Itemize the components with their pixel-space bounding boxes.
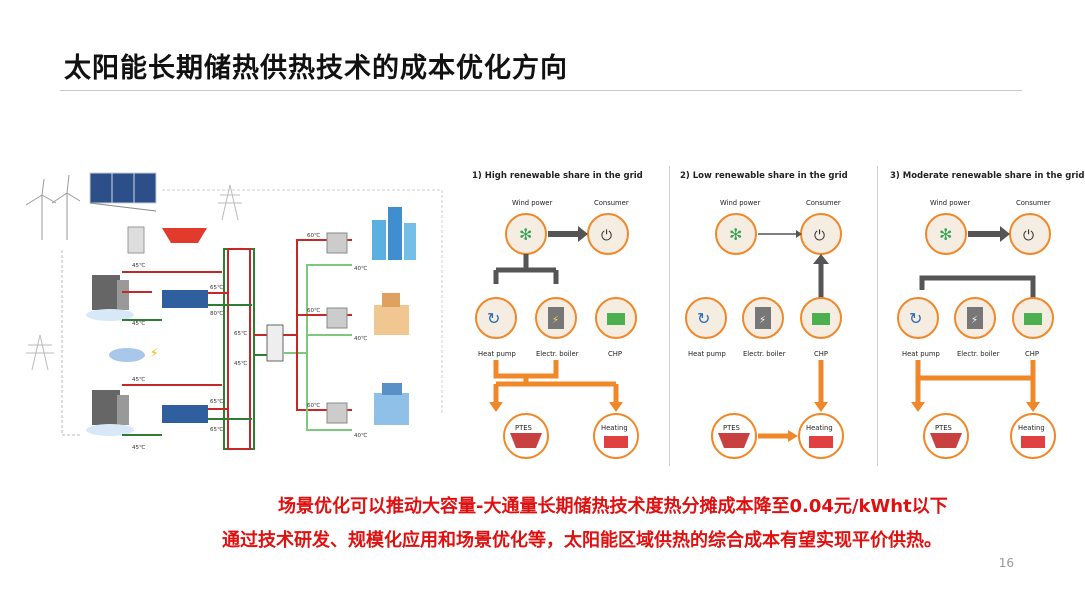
chp-label: CHP bbox=[814, 350, 828, 358]
svg-text:⚡: ⚡ bbox=[759, 315, 766, 326]
heat-pump-unit-icon bbox=[162, 290, 208, 423]
ptes-label: PTES bbox=[723, 424, 740, 432]
lightning-icon: ⚡ bbox=[150, 346, 158, 360]
boiler-label: Electr. boiler bbox=[743, 350, 786, 358]
radiator-icon bbox=[326, 232, 348, 424]
boiler-label: Electr. boiler bbox=[957, 350, 1000, 358]
wind-label: Wind power bbox=[720, 199, 760, 207]
svg-text:45℃: 45℃ bbox=[132, 262, 145, 269]
svg-text:80℃: 80℃ bbox=[210, 310, 223, 317]
page-number: 16 bbox=[998, 556, 1014, 570]
svg-text:↻: ↻ bbox=[909, 309, 922, 328]
wind-turbine-icon bbox=[25, 174, 81, 240]
power-tower-icon bbox=[26, 184, 242, 371]
svg-text:45℃: 45℃ bbox=[234, 360, 247, 367]
chp-label: CHP bbox=[1025, 350, 1039, 358]
svg-text:⏻: ⏻ bbox=[1023, 228, 1034, 244]
solar-panel-icon bbox=[89, 172, 157, 212]
heat-pump-label: Heat pump bbox=[688, 350, 726, 358]
svg-text:⏻: ⏻ bbox=[814, 228, 825, 244]
heat-pump-label: Heat pump bbox=[902, 350, 940, 358]
svg-text:45℃: 45℃ bbox=[132, 376, 145, 383]
svg-text:✻: ✻ bbox=[729, 225, 742, 244]
svg-text:✻: ✻ bbox=[519, 225, 532, 244]
wind-label: Wind power bbox=[930, 199, 970, 207]
svg-text:65℃: 65℃ bbox=[210, 398, 223, 405]
heat-pump-label: Heat pump bbox=[478, 350, 516, 358]
consumer-label: Consumer bbox=[806, 199, 841, 207]
svg-text:↻: ↻ bbox=[697, 309, 710, 328]
svg-text:65℃: 65℃ bbox=[210, 284, 223, 291]
svg-text:↻: ↻ bbox=[487, 309, 500, 328]
ptes-label: PTES bbox=[515, 424, 532, 432]
heating-label: Heating bbox=[601, 424, 628, 432]
chp-label: CHP bbox=[608, 350, 622, 358]
cloud-icon bbox=[109, 348, 145, 362]
svg-text:60℃: 60℃ bbox=[307, 307, 320, 314]
heat-pump-icon bbox=[475, 297, 517, 339]
panel-divider bbox=[877, 166, 878, 466]
control-cabinet-icon bbox=[127, 226, 145, 254]
consumer-label: Consumer bbox=[1016, 199, 1051, 207]
caption-line-2: 通过技术研发、规模化应用和场景优化等，太阳能区域供热的综合成本有望实现平价供热。 bbox=[222, 530, 942, 551]
ground-source-unit-icon bbox=[86, 275, 134, 436]
title-divider bbox=[60, 90, 1022, 91]
consumer-label: Consumer bbox=[594, 199, 629, 207]
scenario-high-renewable: 1) High renewable share in the grid Wind… bbox=[452, 158, 666, 468]
heat-pump-icon bbox=[897, 297, 939, 339]
district-heating-system-diagram: ⚡ 45℃ 45℃ 65℃ 80℃ 45℃ 65℃ bbox=[25, 172, 443, 451]
scenario-heading: 2) Low renewable share in the grid bbox=[680, 171, 848, 181]
svg-text:45℃: 45℃ bbox=[132, 444, 145, 451]
temperature-labels: 45℃ 45℃ 65℃ 80℃ 45℃ 65℃ 65℃ 45℃ 65℃ 45℃ … bbox=[132, 232, 367, 451]
boiler-label: Electr. boiler bbox=[536, 350, 579, 358]
heat-exchanger-icon bbox=[162, 228, 207, 243]
svg-text:60℃: 60℃ bbox=[307, 232, 320, 239]
svg-text:40℃: 40℃ bbox=[354, 335, 367, 342]
svg-text:45℃: 45℃ bbox=[132, 320, 145, 327]
heat-pump-icon bbox=[685, 297, 727, 339]
building-icon bbox=[372, 207, 416, 425]
plate-exchanger-icon bbox=[266, 324, 284, 362]
svg-text:⏻: ⏻ bbox=[601, 228, 612, 244]
scenario-low-renewable: 2) Low renewable share in the grid Wind … bbox=[666, 158, 878, 468]
heating-label: Heating bbox=[1018, 424, 1045, 432]
page-title: 太阳能长期储热供热技术的成本优化方向 bbox=[64, 53, 568, 84]
wind-turbine-icon bbox=[715, 213, 757, 255]
scenario-heading: 3) Moderate renewable share in the grid bbox=[890, 171, 1085, 181]
panel-divider bbox=[669, 166, 670, 466]
scenario-moderate-renewable: 3) Moderate renewable share in the grid … bbox=[878, 158, 1085, 468]
svg-text:40℃: 40℃ bbox=[354, 265, 367, 272]
svg-text:40℃: 40℃ bbox=[354, 432, 367, 439]
ptes-label: PTES bbox=[935, 424, 952, 432]
svg-text:60℃: 60℃ bbox=[307, 402, 320, 409]
scenario-heading: 1) High renewable share in the grid bbox=[472, 171, 643, 181]
svg-text:✻: ✻ bbox=[939, 225, 952, 244]
wind-label: Wind power bbox=[512, 199, 552, 207]
svg-text:⚡: ⚡ bbox=[552, 315, 559, 326]
svg-text:65℃: 65℃ bbox=[234, 330, 247, 337]
caption-line-1: 场景优化可以推动大容量-大通量长期储热技术度热分摊成本降至0.04元/kWht以… bbox=[278, 496, 948, 517]
wind-turbine-icon bbox=[925, 213, 967, 255]
heating-label: Heating bbox=[806, 424, 833, 432]
svg-text:⚡: ⚡ bbox=[971, 315, 978, 326]
svg-text:65℃: 65℃ bbox=[210, 426, 223, 433]
